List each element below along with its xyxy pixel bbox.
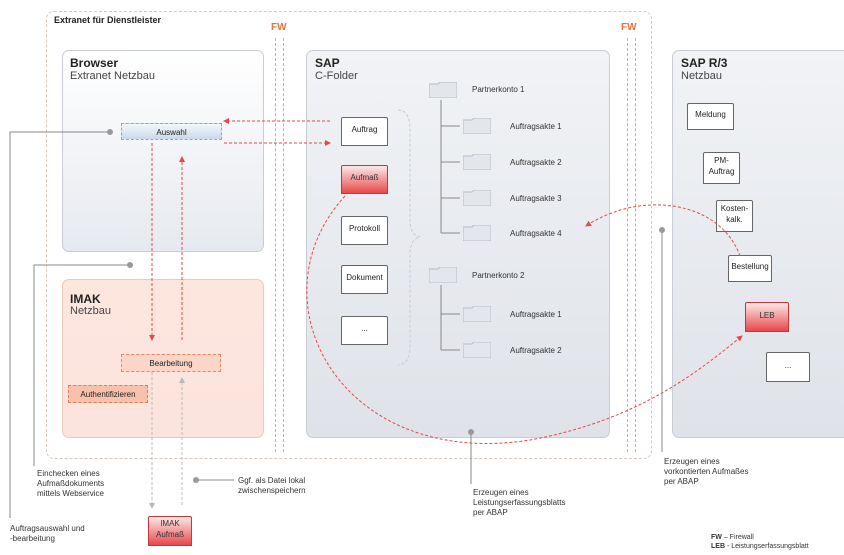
doc-dokument[interactable]: Dokument: [341, 265, 388, 294]
r3-subtitle: Netzbau: [681, 70, 722, 82]
doc-aufmass-label: Aufmaß: [350, 173, 379, 182]
folder-label-p2-akte2[interactable]: Auftragsakte 2: [510, 346, 562, 355]
folder-icon-akte1: [463, 118, 491, 134]
sap-title: SAP: [315, 56, 340, 70]
extranet-frame: [46, 11, 652, 459]
note-erzeugen-aufmass: Erzeugen eines vorkontierten Aufmaßes pe…: [664, 457, 749, 486]
doc-dokument-label: Dokument: [346, 273, 383, 282]
sap-subtitle: C-Folder: [315, 70, 358, 82]
folder-label-akte2[interactable]: Auftragsakte 2: [510, 158, 562, 167]
legend-leb-text: - Leistungserfassungsblatt: [725, 543, 809, 550]
legend-leb-key: LEB: [711, 543, 725, 550]
legend-leb-row: LEB - Leistungserfassungsblatt: [711, 542, 809, 551]
legend-fw-row: FW – Firewall: [711, 533, 809, 542]
r3-doc-kostenkalk-label: Kosten- kalk.: [720, 204, 749, 224]
folder-label-partner2[interactable]: Partnerkonto 2: [472, 271, 525, 280]
r3-doc-more[interactable]: ...: [766, 352, 810, 382]
folder-icon-akte2: [463, 154, 491, 170]
doc-auftrag-label: Auftrag: [351, 125, 378, 134]
legend-fw-text: – Firewall: [721, 534, 754, 541]
r3-doc-bestellung-label: Bestellung: [731, 262, 769, 271]
firewall-left-label: FW: [271, 22, 287, 33]
imak-aufmass-doc[interactable]: IMAK Aufmaß: [148, 516, 192, 546]
doc-protokoll[interactable]: Protokoll: [341, 216, 388, 245]
doc-protokoll-label: Protokoll: [348, 224, 381, 233]
r3-doc-meldung-label: Meldung: [695, 110, 726, 119]
doc-auftrag[interactable]: Auftrag: [341, 117, 388, 146]
r3-doc-kostenkalk[interactable]: Kosten- kalk.: [716, 200, 753, 232]
r3-doc-bestellung[interactable]: Bestellung: [728, 255, 772, 282]
r3-doc-more-label: ...: [784, 360, 792, 370]
r3-doc-leb[interactable]: LEB: [745, 302, 789, 332]
folder-icon-p2-akte2: [463, 342, 491, 358]
note-einchecken: Einchecken eines Aufmaßdokuments mittels…: [37, 469, 105, 498]
folder-label-p2-akte1[interactable]: Auftragsakte 1: [510, 310, 562, 319]
imak-aufmass-label: IMAK Aufmaß: [155, 519, 184, 539]
folder-icon-partner1: [429, 82, 457, 98]
imak-subtitle: Netzbau: [70, 305, 111, 317]
folder-icon-akte4: [463, 225, 491, 241]
folder-icon-p2-akte1: [463, 306, 491, 322]
note-erzeugen-leb: Erzeugen eines Leistungserfassungsblatts…: [473, 488, 566, 517]
note-auftragsauswahl: Auftragsauswahl und -bearbeitung: [10, 524, 85, 543]
bearbeitung-button[interactable]: Bearbeitung: [121, 354, 221, 372]
firewall-left-column: [275, 38, 284, 452]
folder-label-akte3[interactable]: Auftragsakte 3: [510, 194, 562, 203]
legend-fw-key: FW: [711, 534, 722, 541]
r3-title: SAP R/3: [681, 56, 728, 70]
folder-label-partner1[interactable]: Partnerkonto 1: [472, 85, 525, 94]
extranet-label: Extranet für Dienstleister: [54, 15, 162, 25]
authentifizieren-button[interactable]: Authentifizieren: [68, 385, 148, 403]
r3-doc-pm-auftrag-label: PM- Auftrag: [708, 156, 735, 176]
firewall-right-column: [627, 38, 636, 452]
doc-more[interactable]: ...: [341, 316, 388, 345]
r3-doc-leb-label: LEB: [759, 310, 775, 320]
browser-panel: [62, 50, 264, 252]
imak-title: IMAK: [70, 292, 101, 306]
folder-icon-akte3: [463, 190, 491, 206]
doc-more-label: ...: [361, 324, 368, 333]
browser-subtitle: Extranet Netzbau: [70, 70, 155, 82]
folder-icon-partner2: [429, 267, 457, 283]
auswahl-button[interactable]: Auswahl: [121, 123, 222, 140]
browser-title: Browser: [70, 56, 119, 70]
folder-label-akte4[interactable]: Auftragsakte 4: [510, 229, 562, 238]
note-ggf: Ggf. als Datei lokal zwischenspeichern: [238, 476, 306, 495]
legend: FW – Firewall LEB - Leistungserfassungsb…: [711, 533, 809, 551]
firewall-right-label: FW: [621, 22, 637, 33]
folder-label-akte1[interactable]: Auftragsakte 1: [510, 122, 562, 131]
r3-doc-meldung[interactable]: Meldung: [687, 103, 734, 130]
r3-doc-pm-auftrag[interactable]: PM- Auftrag: [703, 152, 740, 184]
doc-aufmass[interactable]: Aufmaß: [341, 165, 388, 194]
